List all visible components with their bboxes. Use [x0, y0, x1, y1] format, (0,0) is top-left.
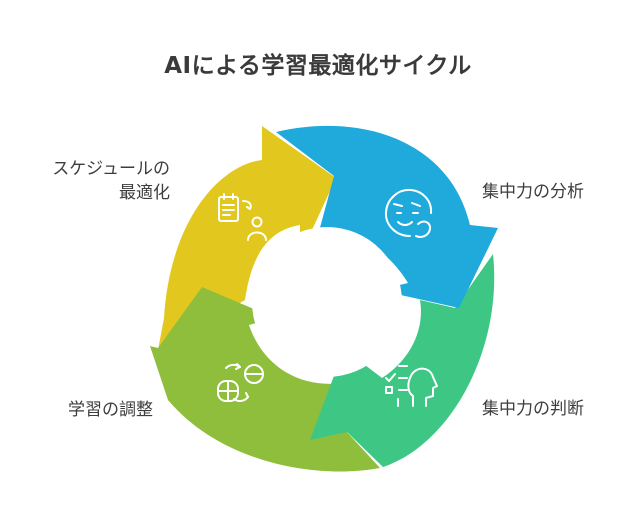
adjust-cycle-icon — [217, 363, 264, 403]
label-focus-analysis: 集中力の分析 — [482, 182, 584, 202]
label-schedule-line-2: 最適化 — [119, 183, 170, 203]
segment-judgment — [310, 254, 495, 467]
schedule-person-icon — [218, 193, 267, 241]
label-focus-judgment: 集中力の判断 — [482, 399, 584, 419]
cycle-center — [252, 227, 402, 377]
label-learning-adjustment: 学習の調整 — [68, 400, 153, 420]
checklist-head-icon — [385, 361, 438, 407]
label-schedule-line-1: スケジュールの — [52, 159, 170, 179]
label-schedule-optimization: スケジュールの 最適化 — [30, 157, 170, 205]
page-title: AIによる学習最適化サイクル — [164, 53, 472, 79]
face-focus-icon — [384, 188, 433, 238]
